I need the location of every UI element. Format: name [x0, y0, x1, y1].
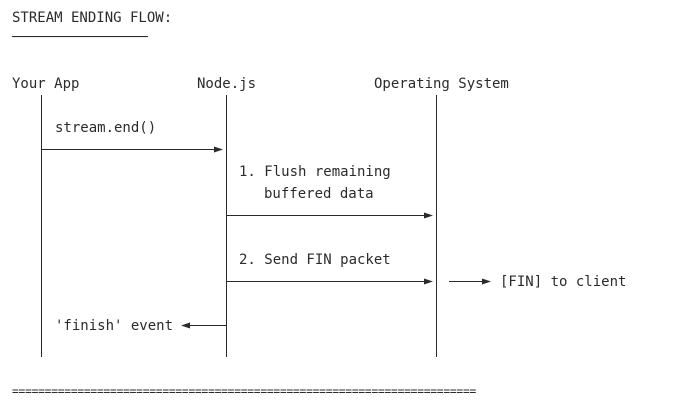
footer-rule: ========================================… [12, 385, 477, 398]
participant-nodejs: Node.js [197, 76, 257, 92]
message-flush-line1: 1. Flush remaining [239, 164, 391, 180]
message-stream-end: stream.end() [55, 120, 157, 136]
title-underline: ────────────────── [12, 30, 148, 45]
participant-your-app: Your App [12, 76, 80, 92]
message-send-fin: 2. Send FIN packet [239, 252, 391, 268]
message-finish-event: 'finish' event [55, 318, 174, 334]
message-fin-to-client: [FIN] to client [500, 274, 627, 290]
diagram-title: STREAM ENDING FLOW: [12, 10, 173, 26]
message-flush-line2: buffered data [264, 186, 374, 202]
arrow-finish-event [181, 322, 226, 329]
participant-operating-system: Operating System [374, 76, 509, 92]
arrow-flush-data [227, 212, 433, 219]
arrow-send-fin [227, 278, 433, 285]
arrow-fin-to-client [449, 278, 491, 285]
arrow-stream-end [41, 146, 223, 153]
